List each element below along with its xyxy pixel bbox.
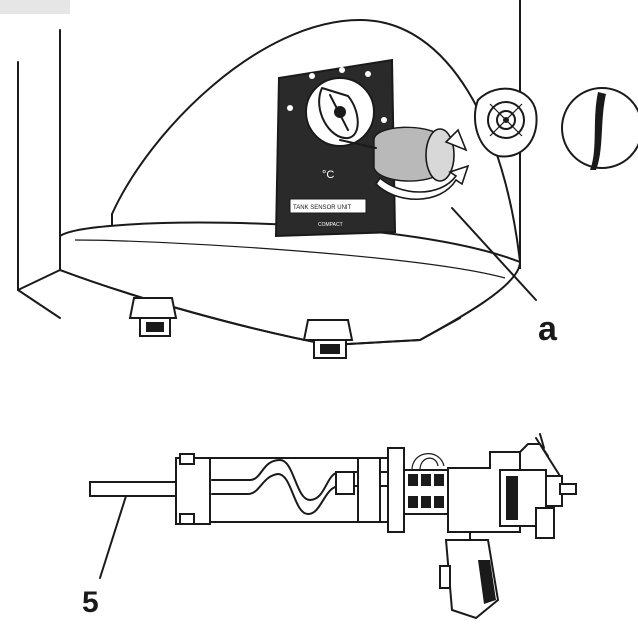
water-connection-right [302,319,354,359]
clamp-block [175,453,211,525]
rating-plate [289,198,367,214]
callout-5-leader [99,495,127,579]
mounting-flange [387,447,405,533]
thermostat-knob [339,126,455,182]
callout-5: 5 [82,586,99,619]
water-connection-left [128,297,178,337]
callout-a: a [538,310,558,348]
heating-element-assembly: 5 [82,433,577,620]
terminal-block [403,453,449,515]
callout-a-leader [451,207,537,301]
knob-cap-detail [473,87,538,158]
temperature-symbol: °C [322,169,334,181]
rotation-arrow [374,128,470,200]
rating-plate-sublabel: COMPACT [318,222,343,228]
sensor-probe [439,531,500,620]
corner-tab [0,0,70,14]
rating-plate-label: TANK SENSOR UNIT [293,205,352,211]
water-heater-illustration: °C TANK SENSOR UNIT COMPACT [0,0,638,359]
control-panel: °C TANK SENSOR UNIT COMPACT [274,58,397,238]
thermostat-housing [447,433,577,539]
pipe-bend [211,459,389,501]
magnified-detail [561,87,638,170]
